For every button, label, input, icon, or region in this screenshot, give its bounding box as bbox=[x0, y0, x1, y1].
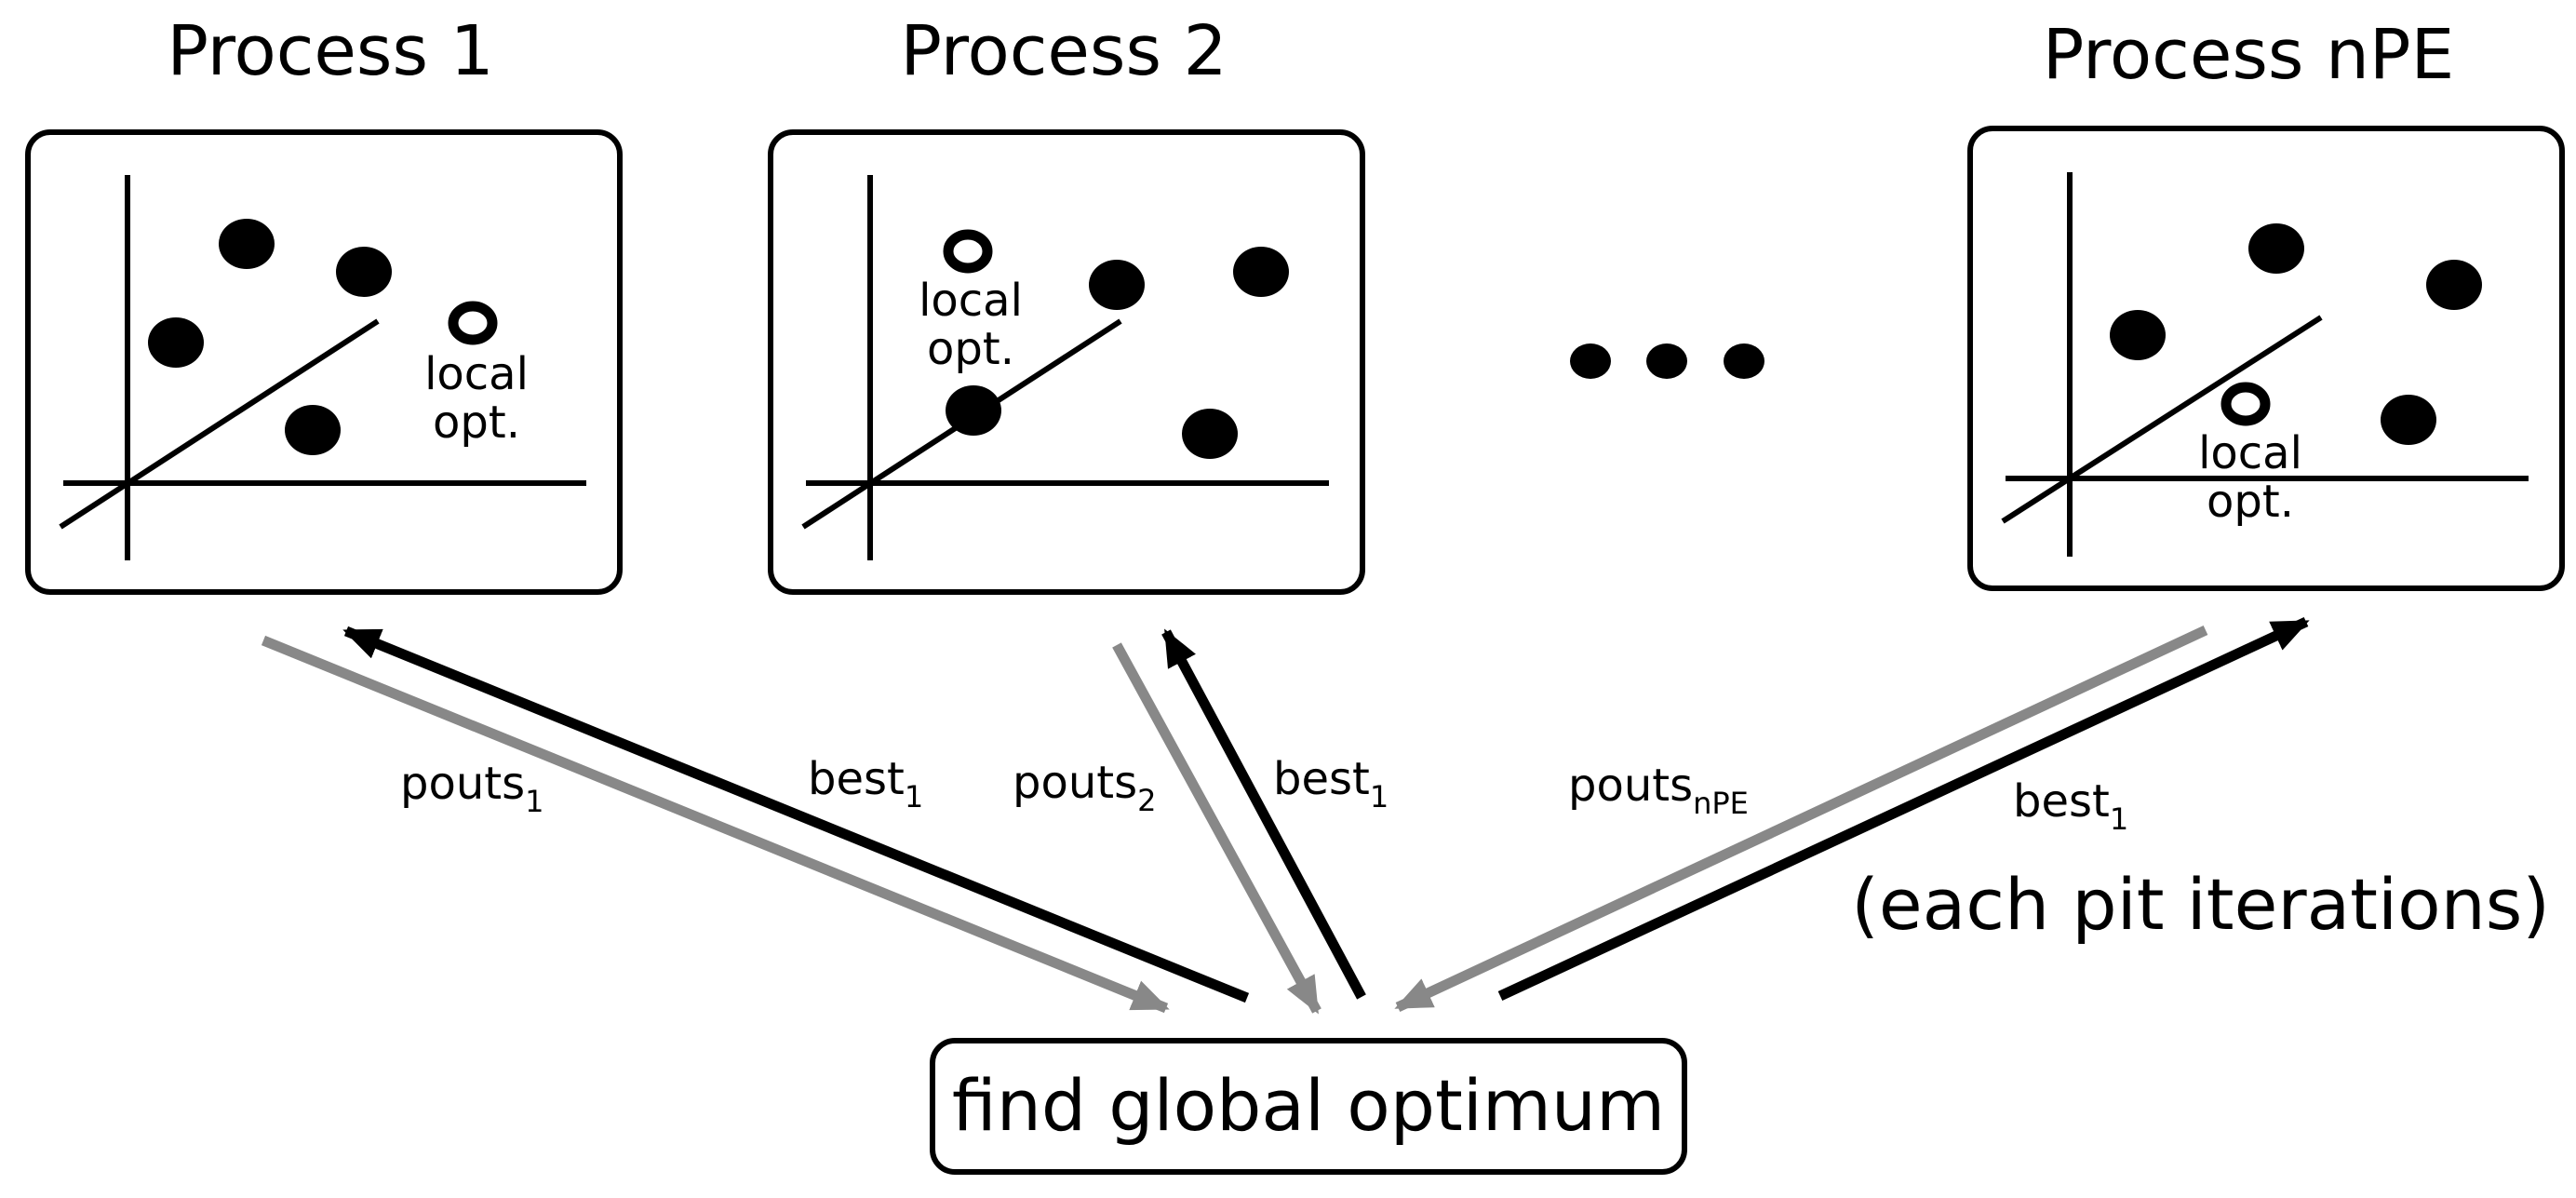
process-2-local-opt-marker bbox=[943, 229, 993, 274]
edge-label-base: best bbox=[2013, 775, 2110, 828]
edge-label-base: pouts bbox=[400, 758, 525, 810]
edge-label-subscript: 1 bbox=[2110, 801, 2128, 837]
edge-label-subscript: nPE bbox=[1693, 786, 1749, 821]
process-npe-local-opt-label: opt. bbox=[2207, 476, 2294, 528]
process-npe-point bbox=[2110, 310, 2166, 360]
edge-label-best-1-a: best1 bbox=[808, 753, 923, 814]
edge-label-base: pouts bbox=[1568, 760, 1693, 812]
ellipsis-dot bbox=[1570, 343, 1611, 379]
process-2-local-opt-label: opt. bbox=[927, 323, 1014, 375]
process-npe-point bbox=[2426, 260, 2482, 310]
edge-label-pouts-1: pouts1 bbox=[400, 758, 543, 819]
process-npe-fit-line bbox=[2001, 315, 2323, 524]
process-2-box bbox=[768, 129, 1365, 595]
edge-label-base: pouts bbox=[1013, 757, 1137, 809]
process-1-point bbox=[336, 247, 392, 297]
process-npe-panel: local opt. bbox=[1967, 126, 2565, 591]
process-2-panel: local opt. bbox=[768, 129, 1365, 595]
process-1-local-opt-label: local bbox=[424, 348, 529, 400]
process-1-local-opt-marker bbox=[448, 301, 498, 345]
process-1-point bbox=[219, 219, 275, 269]
global-optimum-node: find global optimum bbox=[930, 1038, 1687, 1175]
arrow-best-to-process-1 bbox=[342, 626, 1250, 1003]
edge-label-pouts-npe: poutsnPE bbox=[1568, 760, 1749, 821]
process-2-point bbox=[946, 385, 1001, 436]
edge-label-subscript: 1 bbox=[525, 784, 543, 819]
process-npe-point bbox=[2381, 395, 2436, 445]
arrow-pouts-from-process-2 bbox=[1112, 642, 1322, 1015]
ellipsis-dot bbox=[1724, 343, 1764, 379]
arrow-best-to-process-2 bbox=[1161, 628, 1366, 1000]
process-npe-point bbox=[2248, 223, 2304, 274]
process-npe-box bbox=[1967, 126, 2565, 591]
global-optimum-box bbox=[930, 1038, 1687, 1175]
arrow-pouts-from-process-npe bbox=[1394, 626, 2208, 1012]
process-npe-local-opt-marker bbox=[2220, 382, 2271, 426]
ellipsis-dot bbox=[1646, 343, 1687, 379]
arrow-pouts-from-process-1 bbox=[261, 635, 1170, 1014]
edge-label-subscript: 1 bbox=[1370, 779, 1389, 814]
edge-label-subscript: 1 bbox=[905, 779, 923, 814]
frequency-note: (each pit iterations) bbox=[1851, 863, 2550, 946]
edge-label-subscript: 2 bbox=[1137, 783, 1156, 818]
ellipsis-more-processes bbox=[1570, 343, 1764, 379]
process-1-fit-line bbox=[59, 318, 380, 530]
arrow-best-to-process-npe bbox=[1497, 617, 2310, 1001]
process-1-panel: local opt. bbox=[25, 129, 623, 595]
edge-label-best-1-b: best1 bbox=[1273, 753, 1389, 814]
process-2-point bbox=[1182, 409, 1238, 459]
process-2-point bbox=[1233, 247, 1289, 297]
process-1-point bbox=[285, 405, 341, 455]
edge-label-base: best bbox=[808, 753, 905, 805]
process-2-title: Process 2 bbox=[900, 11, 1227, 91]
edge-label-best-1-c: best1 bbox=[2013, 775, 2128, 837]
process-npe-title: Process nPE bbox=[2043, 15, 2455, 95]
global-optimum-label: find global optimum bbox=[952, 1064, 1665, 1147]
edge-label-pouts-2: pouts2 bbox=[1013, 757, 1156, 818]
process-1-title: Process 1 bbox=[167, 11, 493, 91]
process-1-local-opt-label: opt. bbox=[433, 397, 520, 449]
process-2-local-opt-label: local bbox=[919, 275, 1023, 327]
process-1-box bbox=[25, 129, 623, 595]
process-2-point bbox=[1089, 260, 1145, 310]
process-1-point bbox=[148, 317, 204, 368]
edge-label-base: best bbox=[1273, 753, 1370, 805]
process-npe-local-opt-label: local bbox=[2198, 427, 2302, 479]
